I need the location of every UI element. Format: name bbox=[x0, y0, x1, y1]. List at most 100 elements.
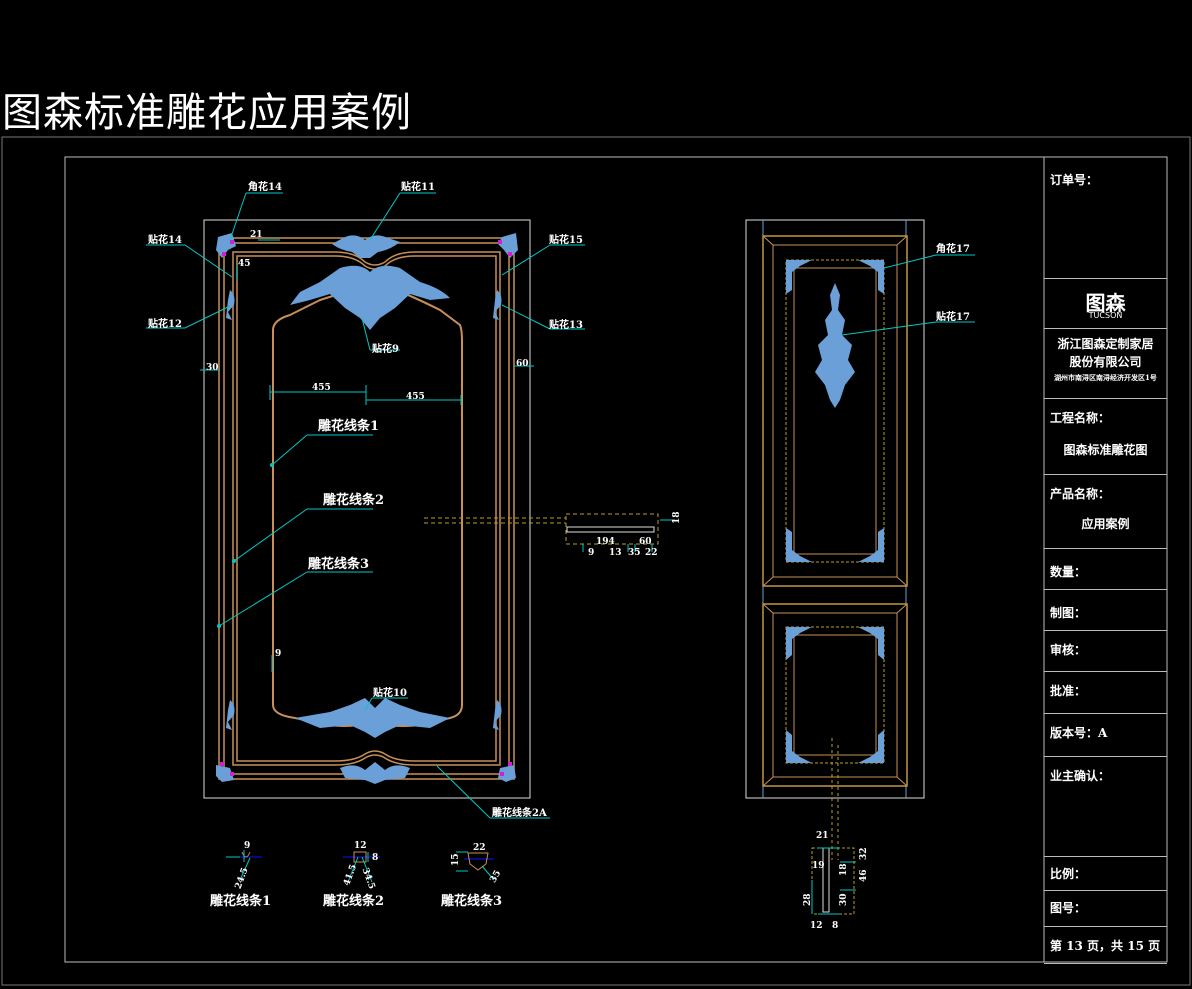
applique-10-shape bbox=[295, 698, 450, 738]
applique-11-shape bbox=[332, 235, 400, 258]
tb-project: 工程名称： 图森标准雕花图 bbox=[1044, 398, 1167, 475]
section-dim-9: 9 bbox=[588, 548, 594, 558]
profile-2-dim-d: 34.5 bbox=[360, 867, 377, 891]
right-carvings bbox=[786, 260, 884, 763]
left-panel-outline bbox=[203, 219, 531, 799]
company-line1: 浙江图森定制家居 bbox=[1057, 337, 1154, 351]
label-molding-2: 雕花线条2 bbox=[323, 492, 384, 508]
label-molding-1: 雕花线条1 bbox=[318, 418, 379, 434]
outer-border bbox=[1, 136, 1191, 986]
scale-label: 比例： bbox=[1050, 867, 1087, 881]
corner-br-shape bbox=[498, 765, 516, 782]
section-dim-60: 60 bbox=[639, 537, 652, 547]
project-value: 图森标准雕花图 bbox=[1063, 443, 1148, 457]
molding-labels: 雕花线条1 雕花线条2 雕花线条3 bbox=[308, 418, 384, 572]
brand-en: TUCSON bbox=[1088, 311, 1123, 320]
label-corner-14: 角花14 bbox=[248, 180, 282, 193]
profile-1-dim-a: 9 bbox=[244, 841, 250, 851]
rs-dim-28: 28 bbox=[803, 893, 813, 906]
profile-1-label: 雕花线条1 bbox=[210, 893, 271, 909]
tb-drawn: 制图： bbox=[1044, 589, 1167, 631]
company-line2: 股份有限公司 bbox=[1069, 355, 1142, 369]
rs-dim-8: 8 bbox=[832, 921, 838, 931]
corner-bl-shape bbox=[216, 765, 234, 782]
drawn-label: 制图： bbox=[1050, 606, 1087, 620]
section-dim-194: 194 bbox=[596, 537, 615, 547]
section-dim-22: 22 bbox=[645, 548, 658, 558]
profile-3-dim-c: 35 bbox=[488, 869, 503, 885]
tb-owner-confirm: 业主确认： bbox=[1044, 756, 1167, 857]
applique-13-shape bbox=[493, 290, 502, 320]
dim-right-margin: 60 bbox=[516, 359, 529, 369]
tb-drawing-no: 图号： bbox=[1044, 890, 1167, 927]
tb-version: 版本号：A bbox=[1044, 713, 1167, 757]
tb-product: 产品名称： 应用案例 bbox=[1044, 474, 1167, 549]
tb-review: 审核： bbox=[1044, 630, 1167, 672]
company-address: 湖州市南浔区南浔经济开发区1号 bbox=[1054, 373, 1157, 382]
left-leaders bbox=[146, 192, 585, 819]
profile-3-dim-a: 22 bbox=[473, 843, 486, 853]
version-label: 版本号：A bbox=[1050, 726, 1108, 740]
corner-marks bbox=[220, 240, 512, 776]
profile-2-dim-a: 12 bbox=[354, 841, 367, 851]
label-applique-9: 贴花9 bbox=[371, 342, 399, 355]
label-applique-11: 贴花11 bbox=[400, 180, 435, 193]
label-applique-15: 贴花15 bbox=[548, 233, 583, 246]
profile-2-dim-c: 41.5 bbox=[342, 863, 359, 887]
review-label: 审核： bbox=[1050, 643, 1087, 657]
applique-9-shape bbox=[290, 265, 450, 330]
applique-17-shape bbox=[815, 283, 855, 408]
project-label: 工程名称： bbox=[1050, 411, 1111, 425]
tb-scale: 比例： bbox=[1044, 856, 1167, 891]
tb-approve: 批准： bbox=[1044, 671, 1167, 714]
profile-1-dim-b: 24.5 bbox=[234, 866, 251, 890]
tb-brand: 图森 TUCSON bbox=[1044, 278, 1167, 329]
section-dim-35: 35 bbox=[628, 548, 641, 558]
left-labels: 角花14 贴花11 贴花14 贴花12 贴花15 贴花13 贴花9 贴花10 雕… bbox=[147, 180, 583, 819]
dim-top-offset: 21 bbox=[250, 230, 263, 240]
section-detail: 194 60 9 13 35 22 18 bbox=[424, 511, 682, 558]
profile-3-dim-b: 15 bbox=[451, 853, 461, 866]
label-applique-17: 贴花17 bbox=[935, 310, 970, 323]
profile-1: 9 24.5 雕花线条1 bbox=[210, 841, 271, 909]
corner-tr-shape bbox=[498, 233, 518, 258]
brand-cn: 图森 bbox=[1085, 291, 1126, 315]
rs-dim-46: 46 bbox=[859, 869, 869, 882]
product-value: 应用案例 bbox=[1081, 517, 1130, 531]
label-applique-13: 贴花13 bbox=[548, 318, 583, 331]
tb-quantity: 数量： bbox=[1044, 548, 1167, 590]
left-panel-elevation: 角花14 贴花11 贴花14 贴花12 贴花15 贴花13 贴花9 贴花10 雕… bbox=[146, 180, 585, 819]
page-title: 图森标准雕花应用案例 bbox=[2, 90, 412, 136]
right-door-elevation: 角花17 贴花17 bbox=[745, 219, 975, 860]
profile-3-label: 雕花线条3 bbox=[441, 893, 502, 909]
left-dims: 21 45 30 60 455 455 9 bbox=[206, 230, 529, 659]
dim-side-offset: 45 bbox=[238, 259, 251, 269]
rs-dim-18: 18 bbox=[839, 863, 849, 876]
profile-2-dim-b: 8 bbox=[372, 853, 378, 863]
label-molding-2a: 雕花线条2A bbox=[492, 806, 547, 819]
rs-dim-19: 19 bbox=[812, 861, 825, 871]
dim-left-margin: 30 bbox=[206, 363, 219, 373]
tb-page-info: 第 13 页，共 15 页 bbox=[1044, 926, 1167, 964]
approve-label: 批准： bbox=[1050, 684, 1087, 698]
dim-inner-gap: 9 bbox=[275, 649, 281, 659]
label-molding-3: 雕花线条3 bbox=[308, 556, 369, 572]
inner-molding bbox=[272, 289, 463, 727]
rs-dim-30: 30 bbox=[839, 893, 849, 906]
molding-profiles: 9 24.5 雕花线条1 12 8 41.5 34.5 雕花线条2 22 15 … bbox=[210, 841, 503, 909]
tb-order-no: 订单号： bbox=[1044, 157, 1167, 278]
rs-dim-12: 12 bbox=[810, 921, 823, 931]
label-applique-14: 贴花14 bbox=[147, 233, 182, 246]
rs-dim-21: 21 bbox=[816, 831, 829, 841]
applique-bl-shape bbox=[226, 700, 235, 730]
section-dim-18: 18 bbox=[672, 511, 682, 524]
dim-half-right: 455 bbox=[406, 392, 425, 402]
order-no-label: 订单号： bbox=[1050, 173, 1099, 187]
drawing-frame bbox=[64, 156, 1168, 963]
profile-2-label: 雕花线条2 bbox=[323, 893, 384, 909]
label-applique-12: 贴花12 bbox=[147, 317, 182, 330]
product-label: 产品名称： bbox=[1050, 487, 1111, 501]
page-info: 第 13 页，共 15 页 bbox=[1050, 939, 1161, 953]
profile-2: 12 8 41.5 34.5 雕花线条2 bbox=[323, 841, 384, 909]
